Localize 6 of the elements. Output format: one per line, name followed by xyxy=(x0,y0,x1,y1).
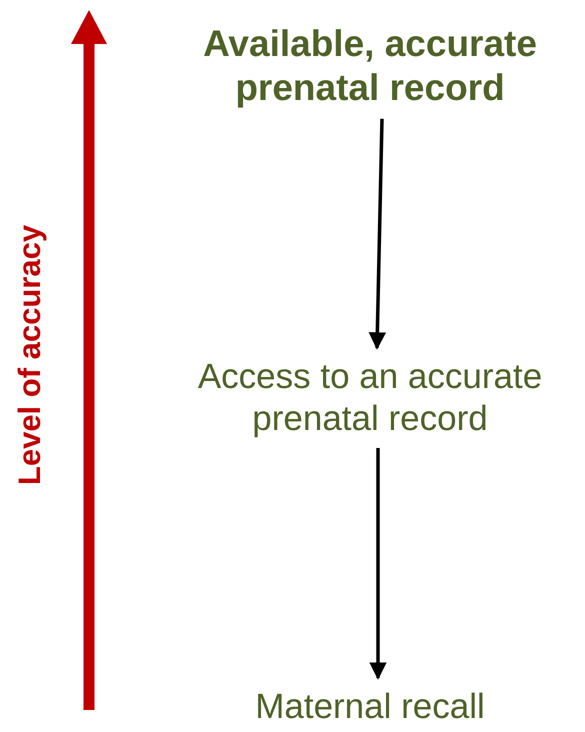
arrow xyxy=(369,448,387,680)
axis-label: Level of accuracy xyxy=(12,224,48,486)
level-text: Maternal recall xyxy=(160,686,580,728)
level-text: Access to an accurate prenatal record xyxy=(155,356,585,440)
arrow xyxy=(368,118,386,350)
heading-text: Available, accurate prenatal record xyxy=(160,22,580,111)
